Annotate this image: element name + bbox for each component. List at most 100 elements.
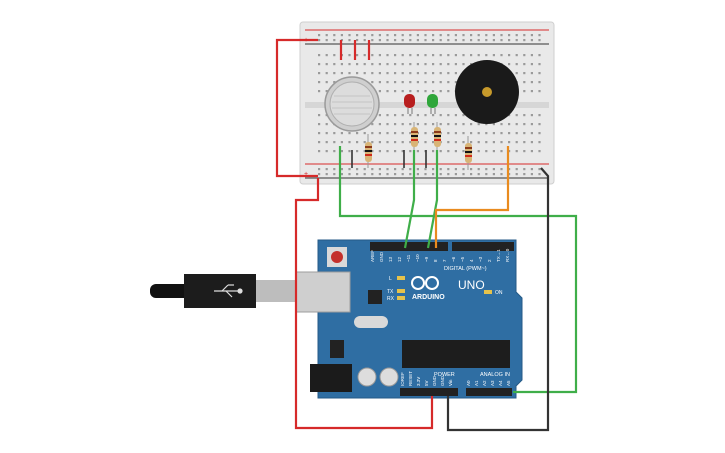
- breadboard-hole[interactable]: [394, 132, 397, 135]
- breadboard-hole[interactable]: [378, 90, 381, 93]
- breadboard-hole[interactable]: [416, 90, 419, 93]
- breadboard-hole[interactable]: [485, 132, 488, 135]
- breadboard-hole[interactable]: [325, 132, 328, 135]
- breadboard-hole[interactable]: [508, 54, 511, 57]
- breadboard-hole[interactable]: [409, 141, 412, 144]
- breadboard-hole[interactable]: [325, 54, 328, 57]
- breadboard-hole[interactable]: [462, 173, 465, 176]
- breadboard-hole[interactable]: [424, 114, 427, 117]
- breadboard-hole[interactable]: [523, 39, 526, 42]
- breadboard-hole[interactable]: [432, 123, 435, 126]
- breadboard-hole[interactable]: [378, 114, 381, 117]
- breadboard-hole[interactable]: [356, 54, 359, 57]
- breadboard-hole[interactable]: [378, 63, 381, 66]
- breadboard-hole[interactable]: [432, 168, 435, 171]
- breadboard-hole[interactable]: [409, 168, 412, 171]
- breadboard-hole[interactable]: [333, 132, 336, 135]
- led-green[interactable]: [427, 94, 438, 114]
- breadboard-hole[interactable]: [500, 173, 503, 176]
- breadboard-hole[interactable]: [409, 173, 412, 176]
- breadboard-hole[interactable]: [363, 39, 366, 42]
- breadboard-hole[interactable]: [538, 132, 541, 135]
- breadboard-hole[interactable]: [470, 54, 473, 57]
- breadboard-hole[interactable]: [523, 72, 526, 75]
- breadboard-hole[interactable]: [356, 173, 359, 176]
- breadboard-hole[interactable]: [477, 168, 480, 171]
- breadboard-hole[interactable]: [371, 81, 374, 84]
- breadboard-hole[interactable]: [401, 123, 404, 126]
- breadboard-hole[interactable]: [401, 150, 404, 153]
- breadboard-hole[interactable]: [454, 150, 457, 153]
- breadboard-hole[interactable]: [424, 168, 427, 171]
- breadboard-hole[interactable]: [348, 54, 351, 57]
- breadboard-hole[interactable]: [340, 132, 343, 135]
- breadboard-hole[interactable]: [318, 81, 321, 84]
- breadboard-hole[interactable]: [515, 54, 518, 57]
- breadboard-hole[interactable]: [470, 123, 473, 126]
- breadboard-hole[interactable]: [492, 150, 495, 153]
- breadboard-hole[interactable]: [318, 132, 321, 135]
- breadboard-hole[interactable]: [530, 39, 533, 42]
- breadboard-hole[interactable]: [439, 168, 442, 171]
- breadboard-hole[interactable]: [356, 168, 359, 171]
- breadboard-hole[interactable]: [356, 72, 359, 75]
- breadboard-hole[interactable]: [416, 63, 419, 66]
- breadboard-hole[interactable]: [416, 72, 419, 75]
- led-red[interactable]: [404, 94, 415, 114]
- breadboard-hole[interactable]: [530, 81, 533, 84]
- breadboard-hole[interactable]: [409, 81, 412, 84]
- breadboard-hole[interactable]: [394, 72, 397, 75]
- breadboard-hole[interactable]: [538, 123, 541, 126]
- wire-black-gnd[interactable]: [446, 167, 550, 432]
- digital-header-left[interactable]: [370, 242, 448, 251]
- breadboard-hole[interactable]: [447, 168, 450, 171]
- breadboard-hole[interactable]: [500, 34, 503, 37]
- breadboard-hole[interactable]: [515, 34, 518, 37]
- breadboard-hole[interactable]: [416, 150, 419, 153]
- breadboard-hole[interactable]: [439, 123, 442, 126]
- breadboard-hole[interactable]: [447, 173, 450, 176]
- wire-green-sensor-a0[interactable]: [338, 146, 578, 394]
- breadboard-hole[interactable]: [416, 114, 419, 117]
- breadboard-hole[interactable]: [363, 34, 366, 37]
- breadboard-hole[interactable]: [523, 150, 526, 153]
- breadboard-hole[interactable]: [432, 81, 435, 84]
- breadboard-hole[interactable]: [325, 90, 328, 93]
- breadboard-hole[interactable]: [530, 72, 533, 75]
- breadboard-hole[interactable]: [333, 72, 336, 75]
- breadboard-hole[interactable]: [356, 34, 359, 37]
- breadboard-hole[interactable]: [371, 123, 374, 126]
- breadboard-hole[interactable]: [409, 63, 412, 66]
- breadboard-hole[interactable]: [356, 39, 359, 42]
- breadboard-hole[interactable]: [462, 141, 465, 144]
- breadboard-hole[interactable]: [378, 72, 381, 75]
- breadboard-hole[interactable]: [439, 72, 442, 75]
- breadboard-hole[interactable]: [447, 72, 450, 75]
- breadboard-hole[interactable]: [439, 150, 442, 153]
- breadboard-hole[interactable]: [477, 132, 480, 135]
- breadboard-hole[interactable]: [424, 54, 427, 57]
- analog-header[interactable]: [466, 388, 512, 396]
- breadboard-hole[interactable]: [401, 114, 404, 117]
- breadboard-hole[interactable]: [515, 63, 518, 66]
- breadboard-hole[interactable]: [523, 123, 526, 126]
- breadboard-hole[interactable]: [492, 168, 495, 171]
- breadboard-hole[interactable]: [538, 81, 541, 84]
- breadboard-hole[interactable]: [401, 141, 404, 144]
- breadboard-hole[interactable]: [424, 72, 427, 75]
- breadboard-hole[interactable]: [318, 173, 321, 176]
- breadboard-hole[interactable]: [409, 39, 412, 42]
- breadboard-hole[interactable]: [530, 54, 533, 57]
- breadboard-hole[interactable]: [401, 132, 404, 135]
- breadboard-hole[interactable]: [492, 34, 495, 37]
- breadboard-hole[interactable]: [454, 173, 457, 176]
- breadboard-hole[interactable]: [462, 132, 465, 135]
- breadboard-hole[interactable]: [530, 150, 533, 153]
- breadboard-hole[interactable]: [394, 34, 397, 37]
- breadboard-hole[interactable]: [333, 54, 336, 57]
- breadboard-hole[interactable]: [363, 173, 366, 176]
- breadboard-hole[interactable]: [318, 123, 321, 126]
- breadboard-hole[interactable]: [492, 39, 495, 42]
- breadboard-hole[interactable]: [447, 54, 450, 57]
